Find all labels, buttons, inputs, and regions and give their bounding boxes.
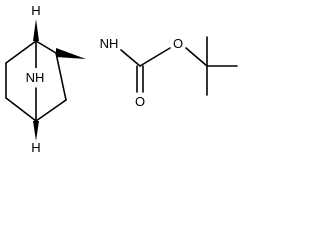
bond-c2-c3 (55, 52, 67, 101)
bond-n-ccarbonyl (120, 49, 141, 67)
atom-label-h-bottom: H (31, 140, 40, 155)
wedge-bond-c1-h (33, 19, 39, 41)
bond-c1-c6 (5, 40, 37, 64)
atom-label-o-ester: O (173, 36, 183, 51)
bond-ccarbonyl-oester (139, 47, 171, 67)
bond-c3-c4 (35, 99, 67, 122)
atom-label-h-top: H (31, 3, 40, 18)
atom-label-o-carbonyl: O (135, 94, 145, 109)
atom-label-nh-bridge: NH (26, 70, 45, 85)
wedge-bond-c4-h (33, 121, 39, 141)
bond-c1-c2 (35, 40, 57, 54)
wedge-bond-c2-n (56, 48, 86, 59)
atom-label-nh-carbamate: NH (100, 36, 119, 51)
structure-canvas: H H NH NH O O (5, 3, 238, 155)
atom-label-bg-nh-bridge (24, 68, 46, 86)
chemical-structure-diagram: H H NH NH O O (5, 3, 238, 155)
bond-oester-cquat (185, 47, 208, 67)
bond-c5-c4 (5, 97, 37, 122)
